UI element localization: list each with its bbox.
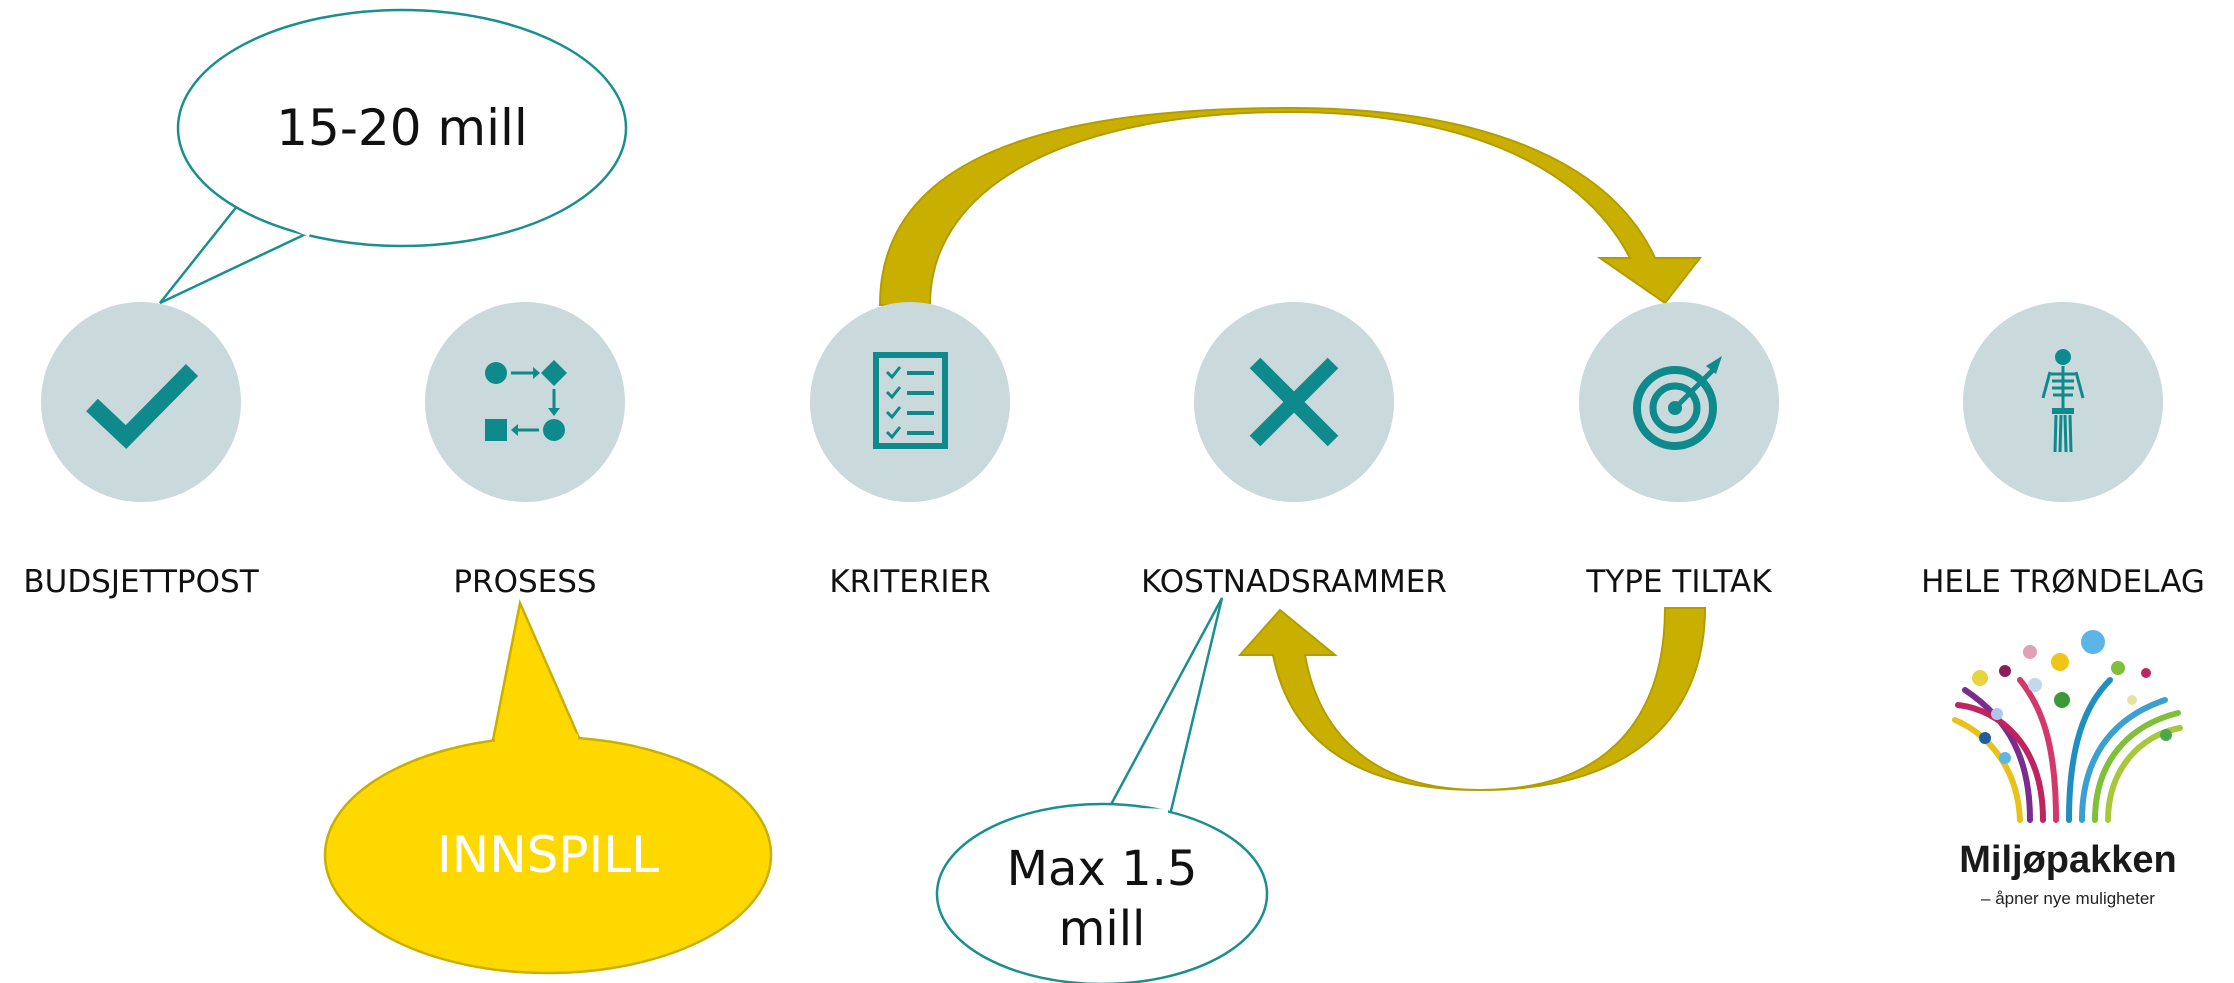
icon-circle <box>41 302 241 502</box>
logo-dots <box>1972 630 2172 764</box>
tree-logo-icon <box>1952 677 2183 823</box>
icon-circle <box>810 302 1010 502</box>
step-prosess <box>425 302 625 502</box>
budget-callout: 15-20 mill <box>159 8 628 305</box>
checkmark-icon <box>86 364 199 449</box>
input-callout: INNSPILL <box>323 598 773 975</box>
logo-title: Miljøpakken <box>1959 839 2177 881</box>
cost-callout: Max 1.5 mill <box>935 597 1269 983</box>
step-hele-trondelag <box>1963 302 2163 502</box>
step-type-tiltak <box>1579 302 1779 502</box>
step-label-budsjettpost: BUDSJETTPOST <box>23 564 259 600</box>
logo-tagline: – åpner nye muligheter <box>1981 889 2155 908</box>
step-kriterier <box>810 302 1010 502</box>
skeleton-icon <box>2041 349 2085 453</box>
step-label-prosess: PROSESS <box>453 564 596 600</box>
cost-callout-line1: Max 1.5 <box>1007 841 1198 897</box>
step-kostnadsrammer <box>1194 302 1394 502</box>
target-icon <box>1633 356 1722 450</box>
step-label-kriterier: KRITERIER <box>829 564 990 600</box>
step-label-type-tiltak: TYPE TILTAK <box>1585 564 1772 600</box>
step-label-hele-trondelag: HELE TRØNDELAG <box>1921 564 2205 600</box>
x-mark-icon <box>1249 357 1339 447</box>
process-flow-icon <box>485 360 567 441</box>
cost-callout-line2: mill <box>1059 901 1146 957</box>
icon-circle <box>425 302 625 502</box>
miljopakken-logo: Miljøpakken – åpner nye muligheter <box>1952 630 2183 908</box>
input-callout-text: INNSPILL <box>437 826 659 884</box>
arrow-kriterier-to-type-tiltak <box>878 106 1703 306</box>
budget-callout-text: 15-20 mill <box>276 99 528 157</box>
arrow-type-tiltak-to-kostnadsrammer <box>1237 607 1707 792</box>
checklist-icon <box>873 352 948 449</box>
step-budsjettpost <box>41 302 241 502</box>
step-label-kostnadsrammer: KOSTNADSRAMMER <box>1141 564 1447 600</box>
